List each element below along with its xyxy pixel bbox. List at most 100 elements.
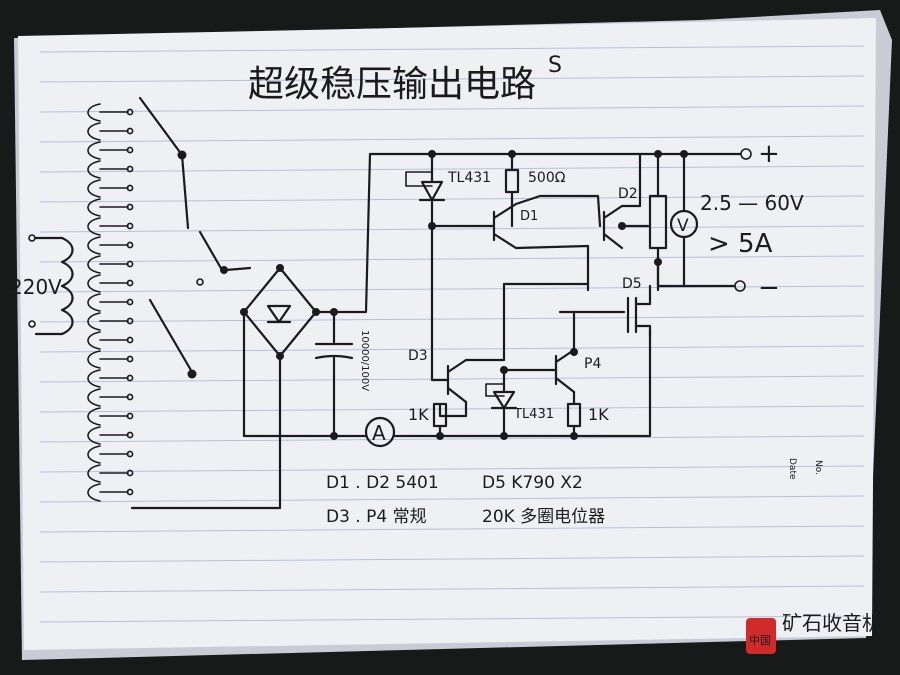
primary-terminal-bottom [28, 320, 36, 328]
coil-tap [126, 108, 134, 116]
ruled-line [39, 615, 865, 623]
tl431-lower-label: TL431 [513, 407, 554, 422]
output-plus-label: + [758, 139, 780, 169]
r1k-right-label: 1K [588, 405, 609, 424]
d2-label: D2 [618, 186, 638, 202]
notebook-no-field: No. [813, 460, 823, 475]
junction-tl431-top [428, 150, 436, 158]
coil-tap [126, 374, 134, 382]
mosfet-d5: D5 [558, 276, 652, 338]
coil-loop [87, 217, 129, 236]
watermark-logo-text: 中国 [749, 634, 771, 647]
note-line2-left: D3 . P4 常规 [326, 507, 427, 527]
ruled-line [39, 165, 865, 173]
coil-loop [87, 388, 129, 407]
transistor-p4: P4 1K [502, 310, 609, 438]
switch-pivot-lower [187, 369, 197, 379]
transistor-d1: D1 [430, 194, 602, 292]
voltmeter-label: V [677, 216, 689, 236]
coil-tap [126, 317, 134, 325]
primary-terminal-top [28, 234, 36, 242]
positive-rail [332, 152, 742, 314]
output-current: > 5A [708, 229, 773, 259]
negative-rail [656, 260, 736, 288]
coil-tap [126, 165, 134, 173]
coil-loop [87, 179, 129, 198]
junction-p4 [570, 348, 578, 356]
d1-emitter-wire [514, 244, 590, 292]
tl431-lower-ref [485, 383, 505, 397]
note-line2-right: 20K 多圈电位器 [482, 507, 605, 527]
bridge-node-top [276, 264, 284, 272]
d3-collector-wire [464, 282, 590, 362]
coil-tap [126, 469, 134, 477]
ruled-line [39, 465, 865, 473]
note-line1-left: D1 . D2 5401 [326, 473, 439, 493]
resistor-500: 500Ω [504, 150, 566, 228]
coil-tap [126, 127, 134, 135]
transistor-d3: D3 1K [408, 224, 590, 438]
tap-switches [138, 96, 252, 379]
r1k-left-label: 1K [408, 405, 429, 424]
ammeter-circle [364, 416, 396, 448]
coil-loop [87, 426, 129, 445]
notebook-date-field: Date [787, 458, 797, 480]
coil-tap [126, 298, 134, 306]
d3-emitter-wire [438, 400, 468, 418]
coil-tap [126, 412, 134, 420]
coil-tap [126, 222, 134, 230]
coil-loop [87, 122, 129, 141]
coil-loop [87, 141, 129, 160]
output-voltage-range: 2.5 — 60V [700, 191, 804, 215]
ruled-line [39, 105, 865, 113]
tl431-upper-symbol [418, 152, 446, 228]
watermark: 中国 矿石收音机 www.crystalradio.cn [746, 611, 885, 669]
d3-label: D3 [408, 348, 428, 364]
coil-tap [126, 279, 134, 287]
primary-leads [34, 236, 64, 336]
coil-loop [87, 464, 129, 483]
ruled-line [39, 495, 865, 503]
cap-plates [314, 342, 354, 360]
d1-label: D1 [520, 209, 538, 224]
tl431-upper-ref [405, 171, 433, 187]
coil-loop [87, 293, 129, 312]
voltmeter-circle [669, 209, 699, 239]
junction-voltmeter [680, 150, 688, 158]
output-minus-label: − [758, 273, 780, 303]
d3-symbol [430, 224, 468, 404]
coil-tap [126, 355, 134, 363]
coil-loop [87, 236, 129, 255]
wire-bridge-to-coil-bottom [130, 354, 282, 510]
coil-loop [87, 369, 129, 388]
ruled-line [39, 555, 865, 563]
coil-tap [126, 146, 134, 154]
p4-label: P4 [584, 356, 601, 372]
ruled-line [39, 75, 865, 83]
coil-tap [126, 336, 134, 344]
coil-tap [126, 184, 134, 192]
coil-loop [87, 483, 129, 502]
ruled-line [39, 45, 865, 53]
ruled-line [39, 525, 865, 533]
d1-symbol [430, 202, 518, 250]
ammeter-label: A [372, 421, 386, 445]
ruled-line [39, 225, 865, 233]
d1-collector-wire [514, 194, 602, 228]
cap-value: 10000/100V [359, 330, 370, 391]
coil-loop [87, 350, 129, 369]
ruled-line [39, 195, 865, 203]
coil-loop [87, 331, 129, 350]
r500-label: 500Ω [528, 170, 566, 186]
ruled-line [39, 405, 865, 413]
primary-winding [60, 236, 74, 336]
coil-loop [87, 445, 129, 464]
bridge-diode-symbol [266, 304, 292, 324]
transformer: 220V [10, 103, 134, 502]
coil-tap [126, 488, 134, 496]
ruled-line [39, 315, 865, 323]
coil-tap [126, 241, 134, 249]
primary-voltage-label: 220V [10, 275, 62, 299]
d2-symbol [602, 204, 624, 250]
